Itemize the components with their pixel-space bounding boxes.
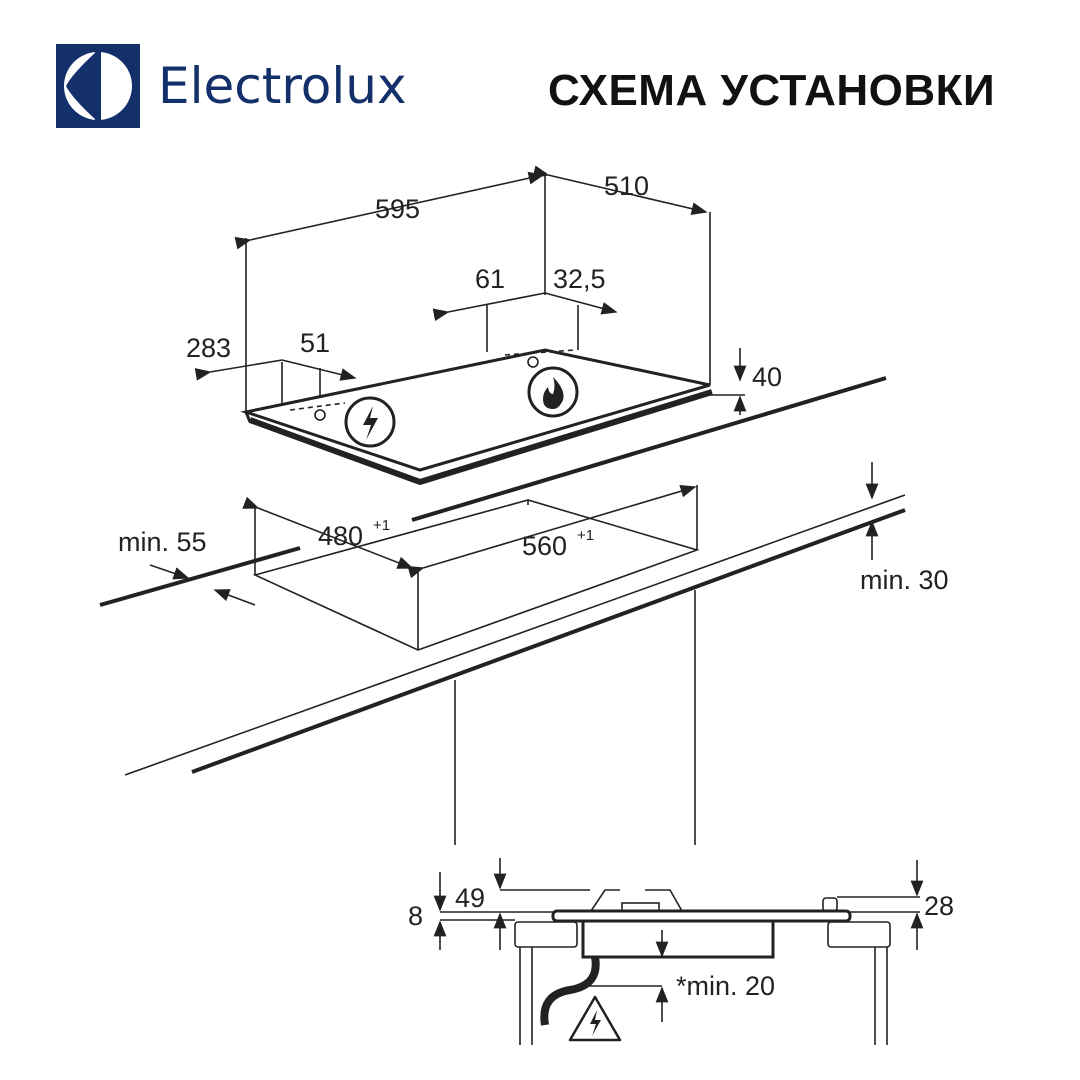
side-8-label: 8 [408, 901, 423, 931]
electrical-hazard-icon [568, 995, 622, 1042]
page-title: СХЕМА УСТАНОВКИ [548, 66, 996, 115]
cut-width-tolerance: +1 [577, 527, 594, 544]
dim-32-5-label: 32,5 [553, 264, 606, 294]
electric-connection-icon [344, 396, 396, 448]
dim-283-label: 283 [186, 333, 231, 363]
min-20-label: *min. 20 [676, 971, 775, 1001]
dim-61-label: 61 [475, 264, 505, 294]
width-label: 595 [375, 194, 420, 224]
height-40-label: 40 [752, 362, 782, 392]
gas-flame-icon [527, 366, 579, 418]
min-55-label: min. 55 [118, 527, 207, 557]
side-49-label: 49 [455, 883, 485, 913]
cut-depth-label: 480 [318, 521, 363, 551]
depth-label: 510 [604, 171, 649, 201]
cut-width-label: 560 [522, 531, 567, 561]
cut-depth-tolerance: +1 [373, 517, 390, 534]
brand-logo: Electrolux [56, 44, 407, 128]
electrolux-logo-icon [56, 44, 140, 128]
min-30-label: min. 30 [860, 565, 949, 595]
side-28-label: 28 [924, 891, 954, 921]
brand-name: Electrolux [158, 57, 407, 115]
dim-51-label: 51 [300, 328, 330, 358]
